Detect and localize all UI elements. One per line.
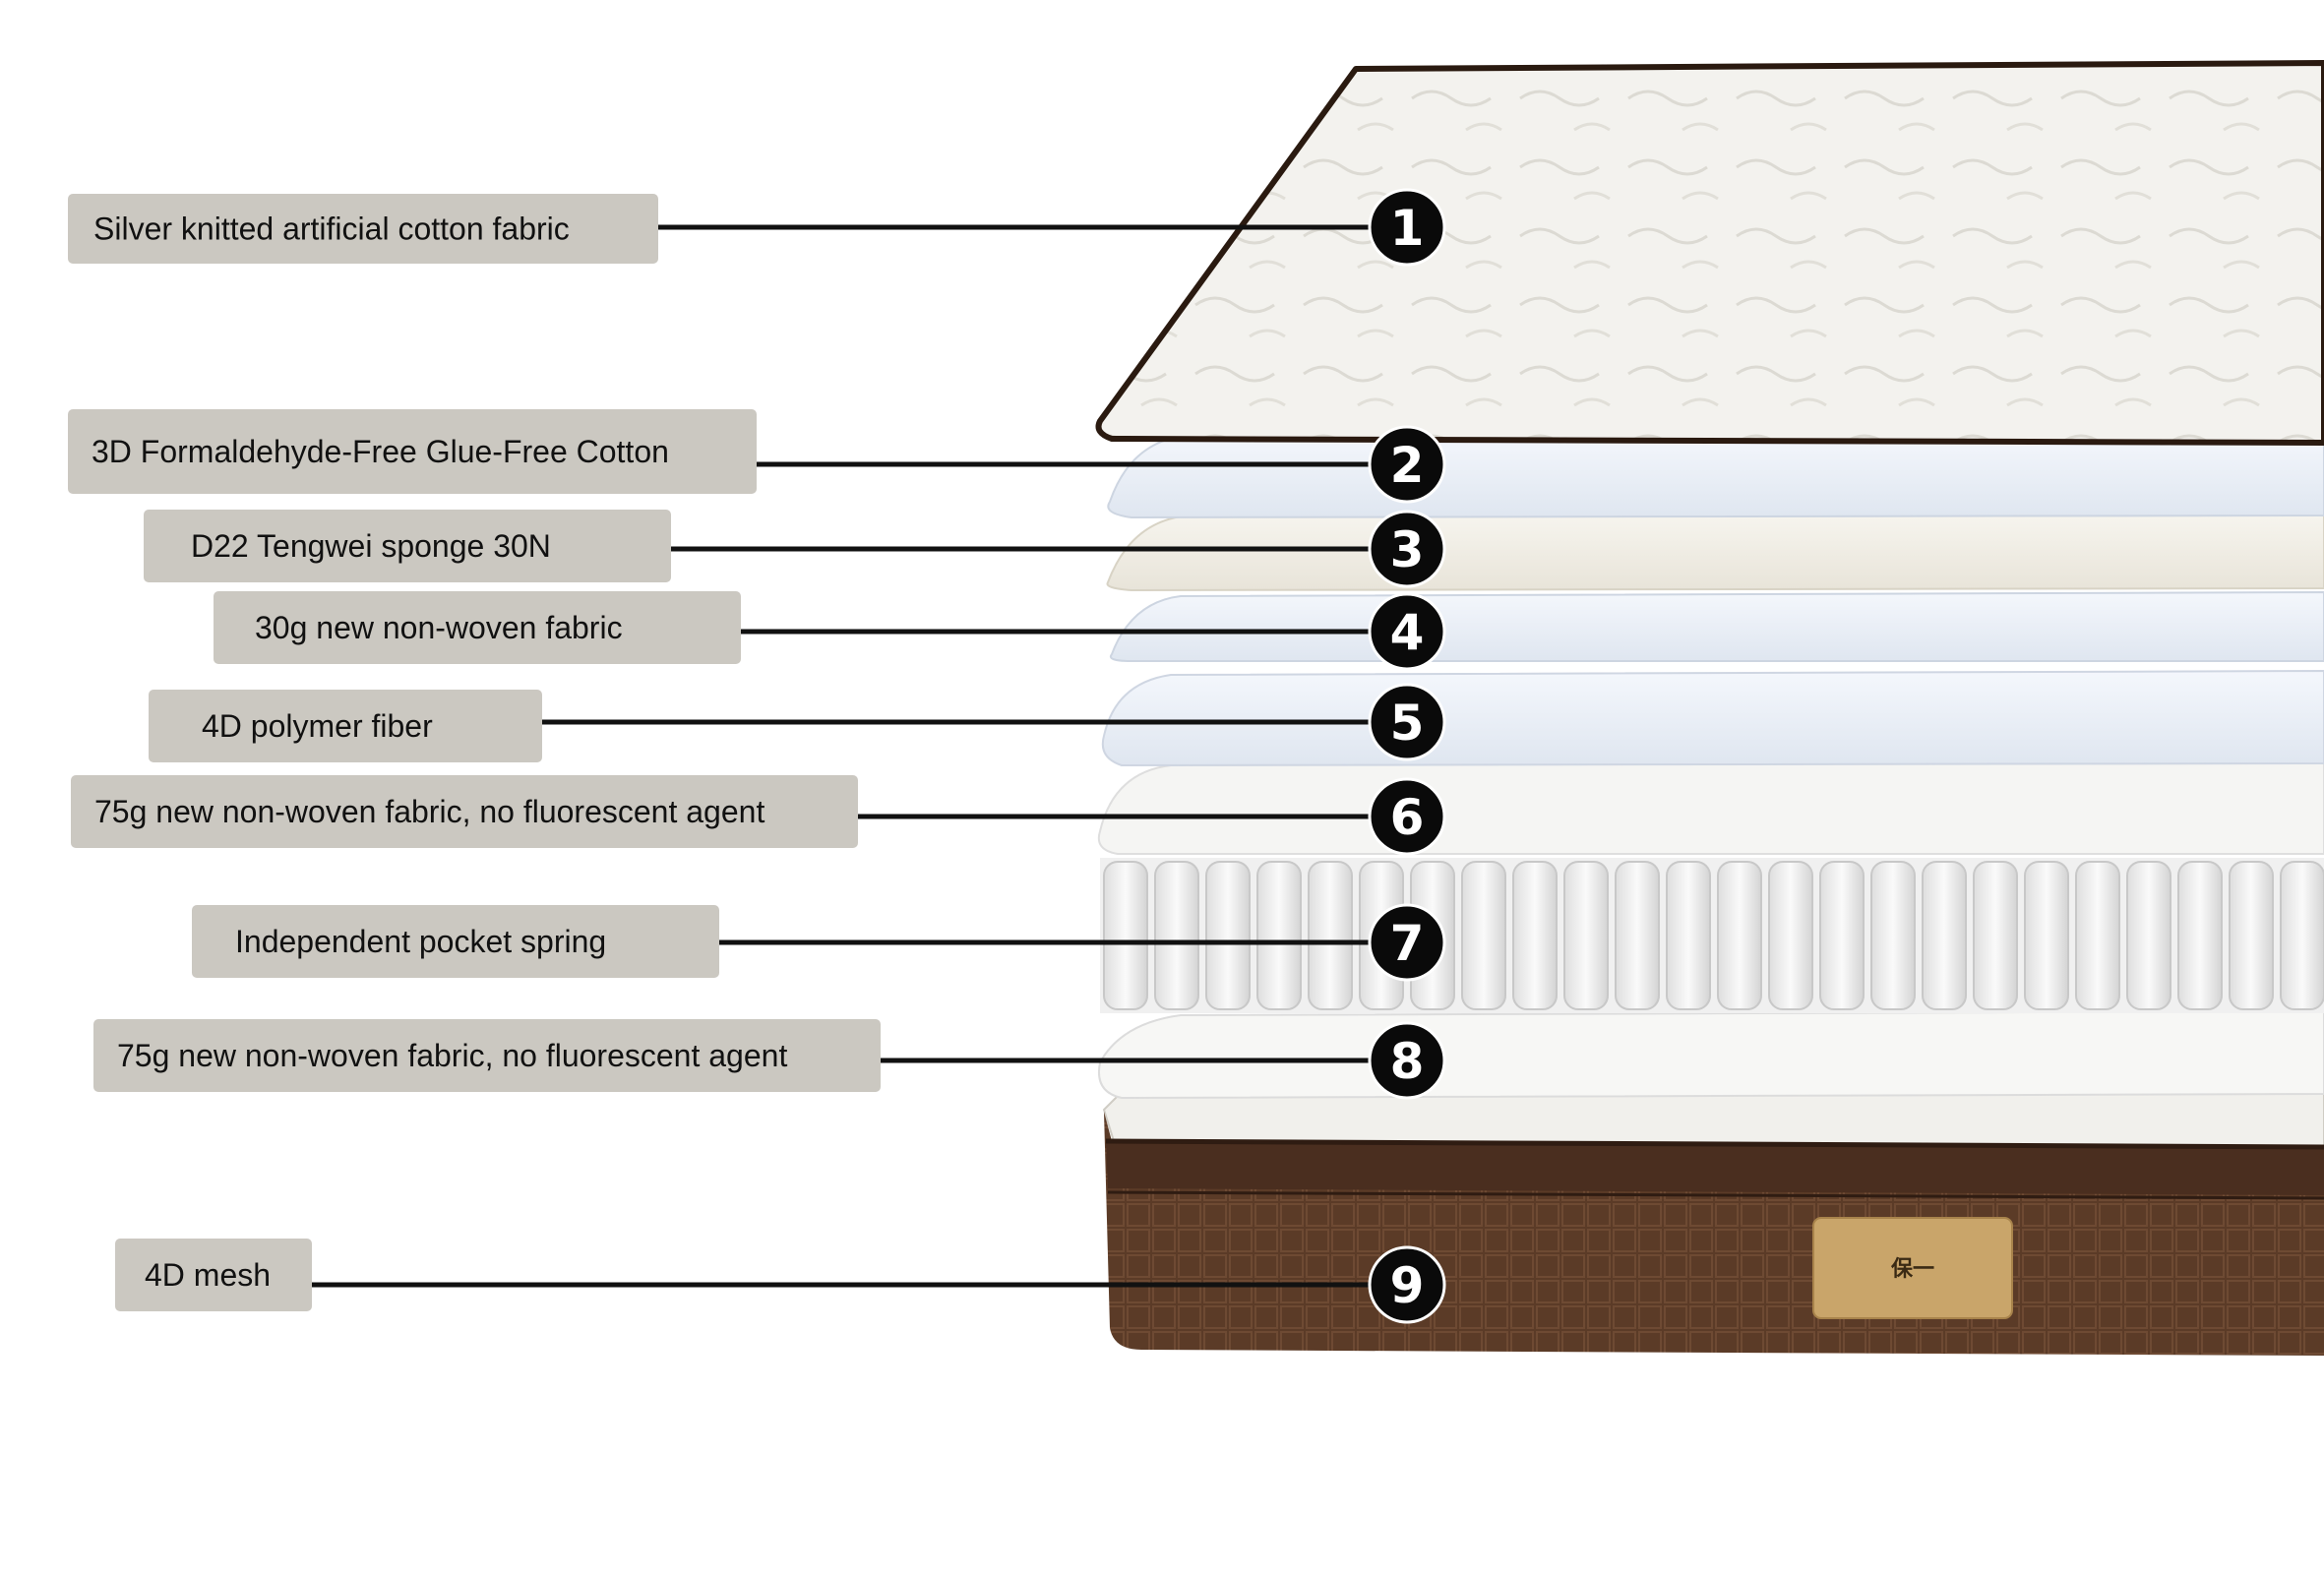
callout-layer-5: 4D polymer fiber 5 [149,683,1446,762]
layer-label-8: 75g new non-woven fabric, no fluorescent… [117,1038,787,1073]
layer-number-5: 5 [1390,695,1425,752]
callout-layer-4: 30g new non-woven fabric 4 [214,591,1446,671]
brand-badge-text: 保一 [1890,1257,1934,1282]
label-box-4 [214,591,741,664]
label-box-8 [93,1019,881,1092]
layer-label-3: D22 Tengwei sponge 30N [191,528,551,564]
base-seam [1105,1138,2324,1150]
callout-layer-2: 3D Formaldehyde-Free Glue-Free Cotton 2 [68,409,1446,504]
layer-number-7: 7 [1390,915,1425,972]
pocket-spring-14 [1768,861,1813,1010]
pocket-spring-20 [2075,861,2120,1010]
number-circle-icon [1368,510,1446,588]
layer-number-9: 9 [1390,1257,1425,1314]
label-box-6 [71,775,858,848]
callout-layer-1: Silver knitted artificial cotton fabric 1 [68,188,1446,267]
number-circle-icon [1368,1021,1446,1100]
layer-6-sheet [1097,759,2324,855]
label-box-9 [115,1239,312,1311]
number-circle-icon [1368,188,1446,267]
layer-8-sheet [1098,1009,2324,1100]
callout-layer-3: D22 Tengwei sponge 30N 3 [144,510,1446,588]
mattress-cutaway-illustration: 保一 [1095,60,2324,1356]
callout-layer-8: 75g new non-woven fabric, no fluorescent… [93,1019,1446,1100]
layer-4-sheet [1110,590,2324,662]
layer-number-6: 6 [1390,789,1425,846]
callout-layer-7: Independent pocket spring 7 [192,903,1446,982]
number-circle-icon [1368,683,1446,761]
pocket-spring-3 [1205,861,1251,1010]
layer-label-1: Silver knitted artificial cotton fabric [93,212,570,247]
base-band [1106,1141,2324,1195]
layer-label-9: 4D mesh [145,1257,271,1293]
pocket-spring-layer [1100,858,2324,1013]
layer-5-sheet [1101,669,2324,767]
callout-layer-9: 4D mesh 9 [115,1239,1446,1324]
layer-number-4: 4 [1390,604,1425,661]
pocket-spring-23 [2229,861,2274,1010]
label-box-5 [149,690,542,762]
pocket-spring-15 [1819,861,1865,1010]
label-box-7 [192,905,719,978]
layer-label-6: 75g new non-woven fabric, no fluorescent… [94,794,764,829]
pocket-spring-18 [1973,861,2018,1010]
layer-number-1: 1 [1390,200,1425,257]
layer-label-2: 3D Formaldehyde-Free Glue-Free Cotton [92,434,669,469]
pocket-spring-11 [1615,861,1660,1010]
base-seam-lower [1107,1190,2324,1200]
pocket-spring-19 [2024,861,2069,1010]
pocket-spring-5 [1308,861,1353,1010]
brand-badge: 保一 [1812,1217,2013,1319]
layer-number-2: 2 [1390,437,1425,494]
pocket-spring-4 [1256,861,1302,1010]
number-circle-icon [1368,425,1446,504]
callout-layer-6: 75g new non-woven fabric, no fluorescent… [71,775,1446,856]
layer-label-4: 30g new non-woven fabric [255,610,623,645]
layer-1-top-fabric [1095,60,2324,446]
label-box-3 [144,510,671,582]
label-box-1 [68,194,658,264]
label-box-2 [68,409,757,494]
layer-label-5: 4D polymer fiber [202,708,433,744]
number-circle-icon [1368,592,1446,671]
pocket-spring-12 [1666,861,1711,1010]
pocket-spring-13 [1717,861,1762,1010]
layer-label-7: Independent pocket spring [235,924,606,959]
pocket-spring-22 [2177,861,2223,1010]
pocket-spring-9 [1512,861,1558,1010]
pocket-spring-16 [1870,861,1916,1010]
layer-2-sheet [1107,431,2324,519]
layer-callouts: Silver knitted artificial cotton fabric 1… [68,188,1446,1324]
pocket-spring-1 [1103,861,1148,1010]
number-circle-icon [1368,903,1446,982]
pocket-spring-8 [1461,861,1506,1010]
layer-number-3: 3 [1390,521,1425,578]
pocket-spring-2 [1154,861,1199,1010]
number-circle-icon [1368,777,1446,856]
pocket-spring-24 [2280,861,2324,1010]
pocket-spring-10 [1563,861,1609,1010]
layer-number-8: 8 [1390,1033,1425,1090]
pocket-spring-17 [1922,861,1967,1010]
pocket-spring-21 [2126,861,2171,1010]
number-circle-icon [1368,1245,1446,1324]
